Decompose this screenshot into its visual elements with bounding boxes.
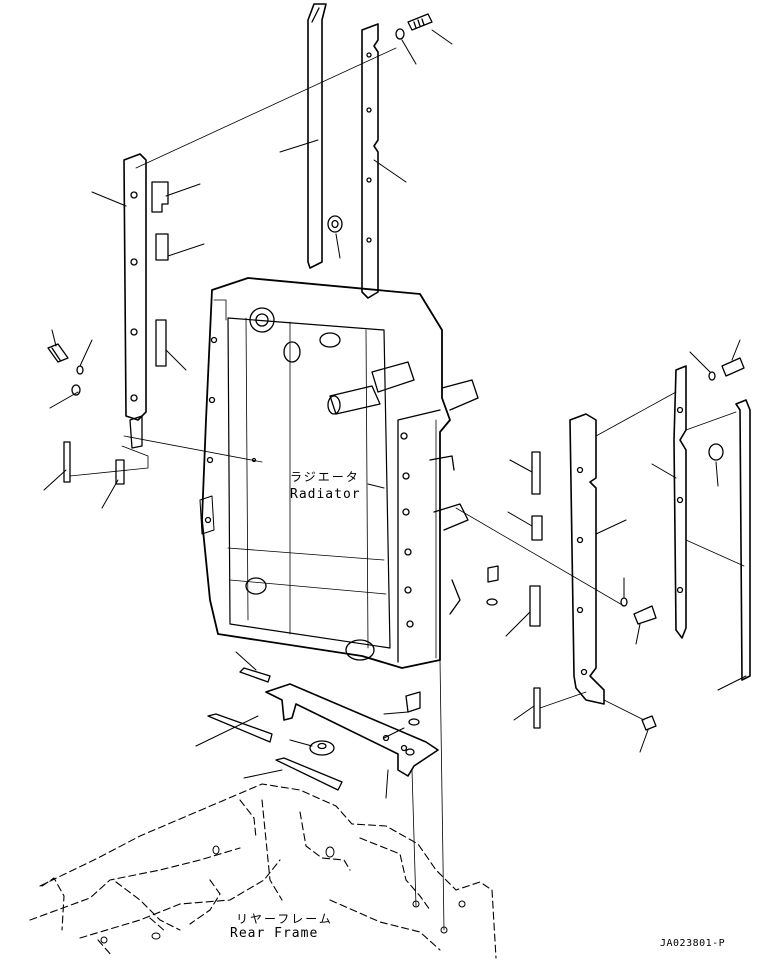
top-strip-right (362, 24, 378, 298)
radiator-label-ja: ラジエータ (290, 470, 360, 484)
bottom-washer-bolt (310, 692, 420, 755)
right-pads (530, 452, 542, 728)
top-washer (328, 216, 342, 232)
left-leaders (44, 184, 262, 508)
right-leaders (456, 340, 746, 752)
left-pads (64, 182, 168, 484)
radiator-leader (368, 484, 384, 488)
radiator-label-en: Radiator (290, 487, 361, 502)
rear-frame-label-en: Rear Frame (230, 926, 319, 941)
radiator (200, 278, 478, 668)
rear-frame-label-ja: リヤーフレーム (236, 912, 333, 926)
top-leaders (136, 30, 452, 258)
rear-frame (30, 784, 496, 958)
right-seal-rail-outer (674, 366, 686, 638)
bottom-bracket (266, 684, 438, 776)
drawing-code: JA023801-P (660, 938, 726, 949)
rear-frame-holes (101, 846, 465, 943)
top-strip-left (308, 4, 326, 268)
right-strip (736, 400, 750, 680)
right-bolts (487, 358, 744, 730)
bottom-leaders (196, 652, 444, 930)
left-seal-rail (124, 154, 146, 448)
right-seal-rail-inner (570, 414, 604, 704)
top-bolt (396, 14, 432, 39)
left-bolt-washer (48, 344, 83, 395)
bottom-strips (208, 668, 342, 790)
